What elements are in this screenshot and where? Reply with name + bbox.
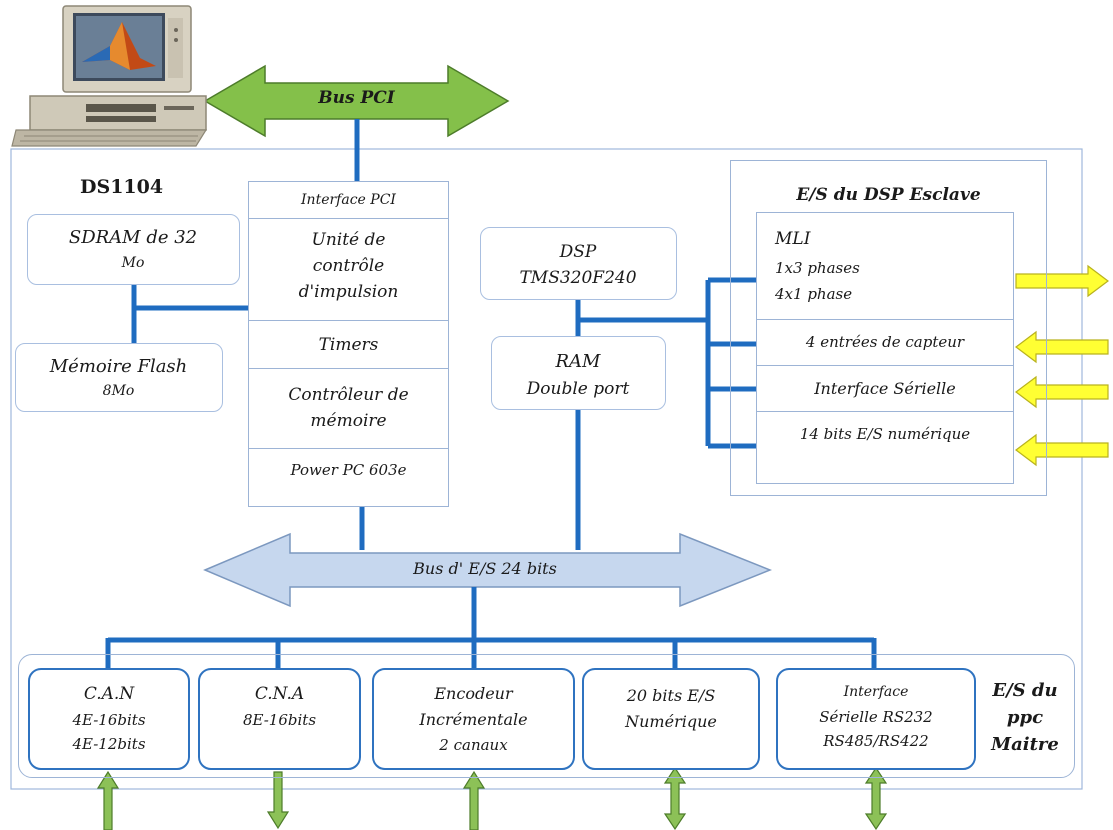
sensor-label: 4 entrées de capteur [805, 333, 965, 351]
slave-io-stack: MLI 1x3 phases 4x1 phase 4 entrées de ca… [756, 212, 1014, 484]
ram-box: RAM Double port [491, 336, 666, 410]
bus-pci-arrow [203, 64, 510, 138]
serial-line3: RS485/RS422 [823, 732, 929, 750]
digital-label: 14 bits E/S numérique [799, 425, 971, 443]
memory-controller-line2: mémoire [310, 411, 387, 431]
serial-bidir-arrow [864, 766, 888, 830]
power-pc-label: Power PC 603e [290, 461, 407, 479]
mli-out-arrow [1015, 264, 1109, 298]
computer-icon [11, 5, 208, 147]
master-io-panel [18, 654, 1075, 778]
bus-pci-label: Bus PCI [318, 88, 395, 108]
flash-line1: Mémoire Flash [49, 356, 188, 377]
impulse-unit-line3: d'impulsion [298, 282, 399, 302]
sdram-line1: SDRAM de 32 [68, 227, 198, 248]
encoder-in-arrow [462, 770, 486, 830]
flash-line2: 8Mo [102, 383, 135, 399]
adc-module: C.A.N 4E-16bits 4E-12bits [28, 668, 190, 770]
encoder-line1: Encodeur [434, 684, 513, 703]
sdram-line2: Mo [121, 255, 145, 271]
serial-in-arrow [1015, 375, 1109, 409]
sdram-box: SDRAM de 32 Mo [27, 214, 240, 285]
mli-line2: 1x3 phases [775, 259, 860, 277]
power-pc-cell: Power PC 603e [249, 448, 448, 506]
dac-title: C.N.A [254, 684, 305, 704]
serial-cell: Interface Sérielle [757, 365, 1013, 411]
impulse-unit-cell: Unité de contrôle d'impulsion [249, 218, 448, 320]
board-title: DS1104 [80, 176, 164, 198]
serial-line2: Sérielle RS232 [819, 708, 933, 726]
serial-label: Interface Sérielle [814, 379, 956, 398]
dac-out-arrow [266, 771, 290, 830]
sensor-in-arrow [1015, 330, 1109, 364]
timers-label: Timers [318, 335, 379, 355]
dsp-line1: DSP [559, 242, 597, 262]
digital-io-line2: Numérique [625, 712, 717, 731]
mli-line3: 4x1 phase [775, 285, 853, 303]
master-io-title-line1: E/S du [992, 680, 1058, 701]
master-io-title-line3: Maitre [991, 734, 1059, 755]
mli-title: MLI [775, 229, 811, 249]
ds1104-board-outline [10, 148, 1083, 790]
flash-box: Mémoire Flash 8Mo [15, 343, 223, 412]
dac-line2: 8E-16bits [242, 711, 317, 729]
digital-bidir-arrow [663, 766, 687, 830]
impulse-unit-line2: contrôle [312, 256, 385, 276]
ram-line1: RAM [555, 351, 601, 372]
serial-module: Interface Sérielle RS232 RS485/RS422 [776, 668, 976, 770]
dac-module: C.N.A 8E-16bits [198, 668, 361, 770]
sensor-cell: 4 entrées de capteur [757, 319, 1013, 365]
master-io-title-line2: ppc [1006, 707, 1044, 728]
impulse-unit-line1: Unité de [311, 230, 386, 250]
adc-in-arrow [96, 770, 120, 830]
encoder-line3: 2 canaux [439, 736, 508, 754]
dsp-box: DSP TMS320F240 [480, 227, 677, 300]
serial-line1: Interface [843, 684, 909, 700]
io-bus-label: Bus d' E/S 24 bits [413, 559, 557, 578]
slave-io-panel: E/S du DSP Esclave [730, 160, 1047, 496]
matlab-logo-icon [82, 22, 156, 70]
interface-pci-label: Interface PCI [301, 192, 396, 208]
digital-io-line1: 20 bits E/S [626, 686, 716, 705]
digital-cell: 14 bits E/S numérique [757, 411, 1013, 483]
encoder-line2: Incrémentale [419, 710, 528, 729]
ram-line2: Double port [526, 379, 630, 399]
memory-controller-cell: Contrôleur de mémoire [249, 368, 448, 448]
timers-cell: Timers [249, 320, 448, 368]
digital-io-module: 20 bits E/S Numérique [582, 668, 760, 770]
ppc-stack: Interface PCI Unité de contrôle d'impuls… [248, 181, 449, 507]
dsp-line2: TMS320F240 [519, 268, 637, 288]
memory-controller-line1: Contrôleur de [288, 385, 409, 405]
encoder-module: Encodeur Incrémentale 2 canaux [372, 668, 575, 770]
io-bus-arrow [203, 532, 773, 608]
adc-title: C.A.N [83, 684, 135, 704]
slave-io-title: E/S du DSP Esclave [796, 185, 981, 205]
adc-line3: 4E-12bits [72, 735, 146, 753]
digital-in-arrow [1015, 433, 1109, 467]
adc-line2: 4E-16bits [72, 711, 146, 729]
